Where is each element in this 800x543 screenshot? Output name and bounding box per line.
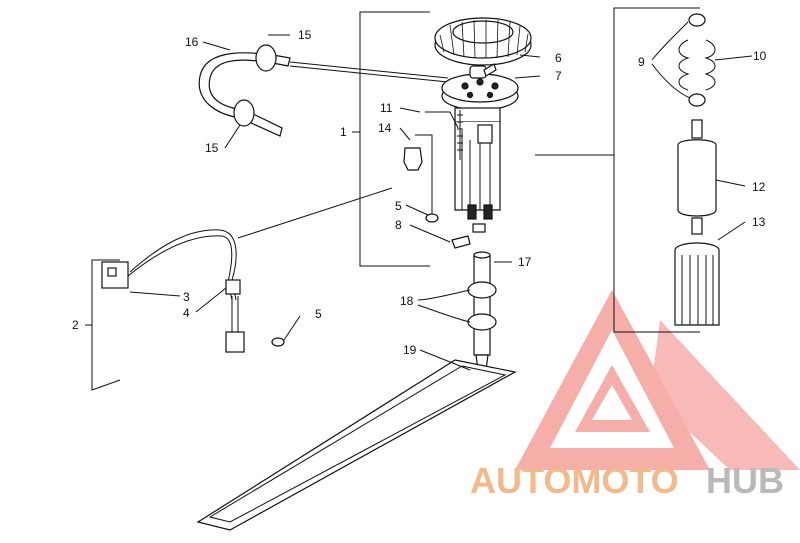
callout-14: 14 — [378, 121, 392, 135]
callout-2: 2 — [72, 318, 79, 332]
pump-strainer — [674, 242, 720, 326]
clip-8 — [451, 235, 471, 249]
hose-clamp-bottom — [233, 99, 255, 127]
leader-harness-to-assembly — [237, 187, 393, 239]
seal-lower — [688, 93, 706, 107]
washer-5 — [425, 213, 439, 223]
callout-19: 19 — [403, 343, 417, 357]
grommet — [403, 147, 423, 171]
callout-labels: 1 2 3 4 5 5 6 7 8 9 10 11 12 13 14 15 15… — [72, 28, 767, 357]
watermark-text-part1: AUTOMOTO — [470, 460, 679, 501]
pump-sender-assembly — [454, 107, 501, 233]
seal-upper — [688, 13, 706, 27]
callout-10: 10 — [753, 49, 767, 63]
connector-4-plug — [225, 331, 245, 353]
watermark-text-part2: HUB — [706, 460, 784, 501]
leader-lines — [129, 21, 753, 371]
connector-4-shell — [225, 279, 241, 295]
wire-harness-small — [403, 111, 471, 249]
hose-clamp-top — [255, 44, 277, 72]
lock-ring — [434, 17, 532, 66]
callout-9: 9 — [638, 55, 645, 69]
callout-15-top: 15 — [298, 28, 312, 42]
callout-6: 6 — [555, 51, 562, 65]
callout-7: 7 — [555, 69, 562, 83]
watermark-wordmark: AUTOMOTO HUB — [470, 460, 784, 501]
callout-8: 8 — [395, 218, 402, 232]
callout-15-bottom: 15 — [205, 141, 219, 155]
mounting-strap — [196, 359, 517, 531]
bracket-assembly-2 — [85, 259, 121, 391]
bracket-assembly-1 — [352, 11, 430, 267]
callout-17: 17 — [518, 255, 532, 269]
pump-flange — [441, 63, 519, 111]
bracket-pump-group — [535, 7, 700, 333]
fuel-hose — [198, 44, 449, 137]
washer-5b — [271, 337, 285, 347]
fuel-pump-group — [674, 13, 720, 326]
callout-3: 3 — [183, 290, 190, 304]
coil-hose — [678, 39, 716, 91]
watermark-logo — [515, 290, 800, 470]
callout-18: 18 — [400, 294, 414, 308]
callout-16: 16 — [185, 35, 199, 49]
callout-4: 4 — [183, 306, 190, 320]
wire-harness — [101, 229, 285, 353]
standpipe — [467, 251, 497, 371]
callout-5-lower: 5 — [315, 307, 322, 321]
callout-11: 11 — [380, 101, 393, 115]
callout-13: 13 — [752, 215, 766, 229]
spacer-upper — [467, 281, 497, 299]
spacer-lower — [467, 313, 497, 331]
pump-motor — [677, 139, 717, 217]
callout-1: 1 — [340, 125, 347, 139]
callout-12: 12 — [752, 180, 766, 194]
callout-5-upper: 5 — [395, 199, 402, 213]
